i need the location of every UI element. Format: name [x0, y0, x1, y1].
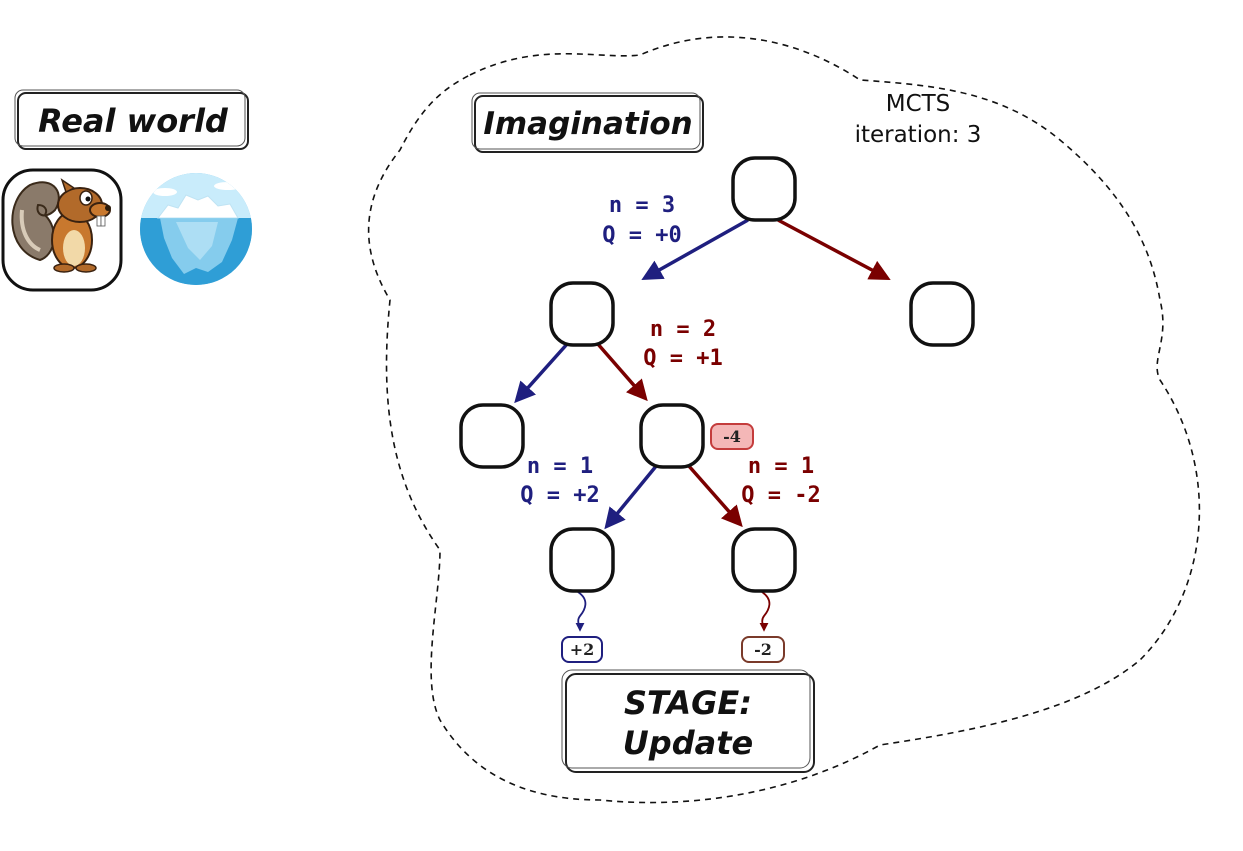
stage-title: STAGE: — [624, 684, 752, 722]
edge-root-left-n: n = 3 — [609, 193, 675, 218]
edge-mid-right-n: n = 2 — [650, 317, 716, 342]
rollout-left-arrow — [575, 591, 587, 632]
rollout-right-badge: -2 — [741, 636, 785, 663]
imagination-cloud — [367, 36, 1201, 804]
edge-root-left — [641, 218, 749, 281]
mcts-title: MCTS — [886, 91, 951, 117]
imagination-label: Imagination — [483, 106, 692, 142]
imagination-label-box: Imagination — [471, 92, 704, 153]
squirrel-icon — [11, 178, 111, 273]
tree-node-mid-right — [639, 403, 705, 469]
real-world-label: Real world — [38, 102, 229, 140]
edge-leaf-left-n: n = 1 — [527, 454, 593, 479]
mcts-iteration: iteration: 3 — [855, 122, 982, 148]
tree-node-leaf-right — [731, 527, 797, 593]
edge-leaf-right — [686, 463, 743, 528]
rollout-right-value: -2 — [754, 640, 772, 659]
rollout-left-badge: +2 — [561, 636, 603, 663]
real-world-label-box: Real world — [14, 89, 249, 150]
iceberg-icon — [140, 173, 252, 285]
edge-mid-right — [595, 341, 648, 402]
edge-mid-right-q: Q = +1 — [643, 346, 722, 371]
tree-node-root-right — [909, 281, 975, 347]
tree-node-leaf-left — [549, 527, 615, 593]
edge-leaf-right-q: Q = -2 — [741, 483, 820, 508]
rollout-right-arrow — [759, 591, 771, 632]
stage-value: Update — [623, 724, 753, 762]
node-value-badge: -4 — [710, 423, 754, 450]
edge-root-right — [777, 218, 891, 280]
edge-root-left-q: Q = +0 — [602, 223, 681, 248]
edge-leaf-right-n: n = 1 — [748, 454, 814, 479]
stage-box: STAGE: Update — [561, 669, 815, 773]
tree-node-mid-left — [549, 281, 615, 347]
rollout-left-value: +2 — [570, 640, 595, 659]
edge-leaf-left-q: Q = +2 — [520, 483, 599, 508]
squirrel-avatar — [1, 168, 123, 292]
tree-node-left-leaf — [459, 403, 525, 469]
node-value-text: -4 — [723, 427, 741, 446]
tree-node-root — [731, 156, 797, 222]
edge-mid-left — [514, 341, 570, 404]
edge-leaf-left — [604, 463, 659, 530]
